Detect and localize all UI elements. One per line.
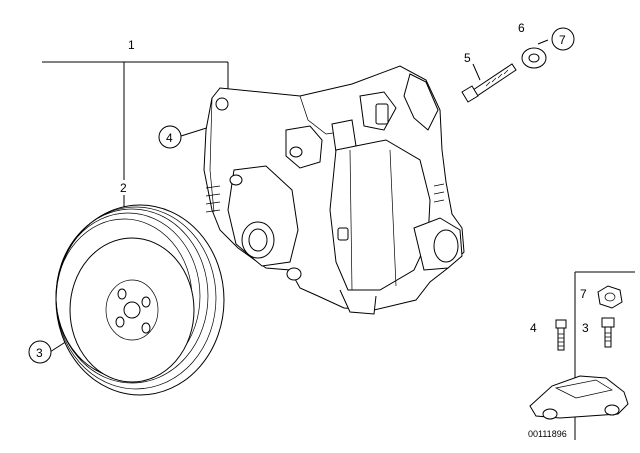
callout-4: 4 (166, 131, 173, 145)
callout-3: 3 (36, 346, 43, 360)
callout-4-circle (158, 125, 182, 149)
legend-bolt-4-icon (555, 319, 567, 351)
callout-1: 1 (128, 38, 135, 52)
callout-7: 7 (559, 33, 566, 47)
callout-7-circle (551, 27, 575, 51)
callout-6: 6 (518, 21, 525, 35)
callout-3-circle (28, 340, 52, 364)
legend-label-4: 4 (530, 321, 537, 335)
legend-label-7: 7 (580, 287, 587, 301)
drawing-number: 00111896 (528, 429, 567, 439)
bolt-icon (461, 63, 517, 103)
legend-bolt-3-icon (601, 317, 615, 348)
callout-2: 2 (120, 181, 127, 195)
callout-5: 5 (464, 51, 471, 65)
nut-icon (521, 47, 547, 69)
legend-label-3: 3 (582, 321, 589, 335)
car-icon (529, 375, 629, 420)
pump-icon (203, 65, 465, 315)
legend-nut-icon (597, 285, 623, 309)
pulley-icon (55, 204, 225, 396)
